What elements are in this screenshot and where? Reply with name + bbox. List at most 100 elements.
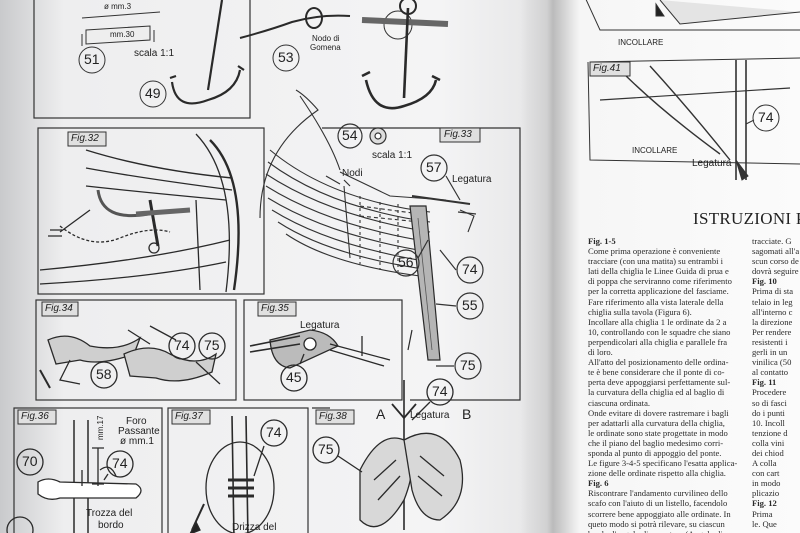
callout-57 [420, 154, 448, 182]
callout-54 [337, 123, 363, 149]
mm17-label: mm.17 [96, 415, 105, 440]
fig34-drawing [39, 325, 226, 389]
text-heading: Fig. 12 [752, 498, 777, 509]
callout-49-text: 49 [145, 85, 161, 101]
fig-label-34: Fig.34 [45, 303, 73, 314]
legatura-fig33: Legatura [452, 174, 492, 185]
frame-top-left [33, 0, 251, 119]
callout-51-text: 51 [84, 51, 100, 67]
callout-58-text: 58 [96, 366, 112, 382]
text-line: lati della chiglia le Linee Guida di pru… [588, 266, 729, 277]
text-line: scafo con l'aiuto di un listello, facend… [588, 498, 728, 509]
text-line: resistenti i [752, 336, 788, 347]
text-line: la curvatura della chiglia ed al baglio … [588, 387, 725, 398]
text-line: dei chiod [752, 447, 784, 458]
knot-label-2: Gomena [310, 43, 341, 52]
text-heading: Fig. 1-5 [588, 236, 616, 246]
fig35-drawing [249, 329, 391, 392]
right-page: INCOLLARE Fig.41 74 INCOLLARE Legatura [560, 0, 800, 533]
foro-label-1: Foro [126, 416, 147, 427]
text-line: per la corretta applicazione del fasciam… [588, 286, 729, 297]
fig38-B: B [462, 406, 472, 422]
anchor-large-drawing [361, 0, 449, 110]
text-line: so di fasci [752, 397, 787, 408]
fig33-hull-drawing [259, 89, 475, 277]
callout-75-fig38-text: 75 [318, 441, 334, 457]
text-line: Incollare alla chiglia 1 le ordinate da … [588, 316, 727, 327]
callout-74-fig38 [426, 378, 454, 406]
text-line: bordo, l'angolo di curvatura (Angolo di [588, 529, 737, 533]
text-line: perpendicolari alla chiglia e parallele … [588, 336, 728, 347]
text-line: tenzione d [752, 427, 788, 438]
callout-74-fig37-text: 74 [266, 424, 282, 440]
callout-56 [392, 249, 420, 277]
frame-fig33 [322, 127, 521, 401]
text-line: perta deve appoggiarsi perfettamente sul… [588, 377, 731, 388]
callout-75-fig33 [454, 352, 482, 380]
trozza-label-2: bordo [98, 520, 124, 531]
fig-label-33: Fig.33 [444, 129, 472, 140]
foro-label-2: Passante [118, 426, 160, 437]
callout-74-fig38-text: 74 [432, 383, 448, 399]
text-line: ciascuna ordinata. [588, 397, 651, 408]
text-line: le ordinate sono state progettate in mod… [588, 427, 728, 438]
callout-75-fig34 [198, 332, 226, 360]
incollare-top: INCOLLARE [618, 38, 664, 47]
text-line: 10, controllando con le squadre che sian… [588, 326, 731, 337]
callout-75-fig34-text: 75 [204, 337, 220, 353]
text-line: All'atto del posizionamento delle ordina… [588, 357, 729, 368]
callout-54-text: 54 [342, 127, 358, 143]
text-line: queto modo si potrà rilevare, su ciascun [588, 518, 725, 529]
text-line: tracciate. G [752, 236, 792, 246]
text-line: di poppa che serviranno come riferimento [588, 276, 732, 287]
text-line: 10. Incoll [752, 417, 785, 428]
text-line: di loro. [588, 347, 613, 358]
frame-fig34 [35, 299, 237, 401]
callout-74-fig33-text: 74 [462, 261, 478, 277]
anchor-49-drawing [169, 0, 245, 105]
text-line: Onde evitare di dovere rastremare i bagl… [588, 407, 729, 418]
callout-74-fig36 [106, 450, 134, 478]
text-line: tracciare (con una matita) su entrambi i [588, 256, 724, 267]
fig38-drawing [312, 378, 464, 530]
callout-71 [6, 516, 34, 533]
text-line: all'interno c [752, 306, 793, 317]
callout-57-text: 57 [426, 159, 442, 175]
fig-label-36: Fig.36 [21, 411, 49, 422]
frame-fig36 [13, 407, 163, 533]
text-line: do i punti [752, 407, 785, 418]
text-line: Come prima operazione è conveniente [588, 246, 721, 257]
text-line: Prima [752, 508, 773, 519]
callout-53-text: 53 [278, 49, 294, 65]
text-line: per adattarli alla curvatura della chigl… [588, 417, 725, 428]
fig-label-41: Fig.41 [593, 63, 621, 74]
trozza-label-1: Trozza del [86, 508, 133, 519]
text-line: sponda al punto di appoggio del ponte. [588, 447, 722, 458]
text-line: Prima di sta [752, 286, 794, 297]
text-line: telaio in leg [752, 296, 793, 307]
callout-74-fig36-text: 74 [112, 455, 128, 471]
drawings-svg [6, 0, 521, 533]
callout-70-text: 70 [22, 453, 38, 469]
text-line: Fare riferimento alla vista laterale del… [588, 296, 724, 307]
callout-74-right-text: 74 [758, 109, 774, 125]
callout-45-text: 45 [286, 369, 302, 385]
knot-label-1: Nodo di [312, 34, 340, 43]
text-line: al contatto [752, 367, 789, 378]
callout-51 [78, 46, 106, 74]
fig36-drawing [6, 420, 142, 533]
text-line: la direzione [752, 316, 793, 327]
callout-75-fig38 [312, 436, 340, 464]
text-line: Per rendere [752, 326, 792, 337]
fig33-oar [407, 205, 441, 361]
text-heading: Fig. 6 [588, 478, 609, 489]
text-line: con cart [752, 468, 780, 479]
text-heading: Fig. 10 [752, 276, 777, 287]
callout-74-right [752, 104, 780, 132]
fig37-drawing [189, 415, 288, 533]
callout-74-fig33 [456, 256, 484, 284]
fig-label-38: Fig.38 [319, 411, 347, 422]
